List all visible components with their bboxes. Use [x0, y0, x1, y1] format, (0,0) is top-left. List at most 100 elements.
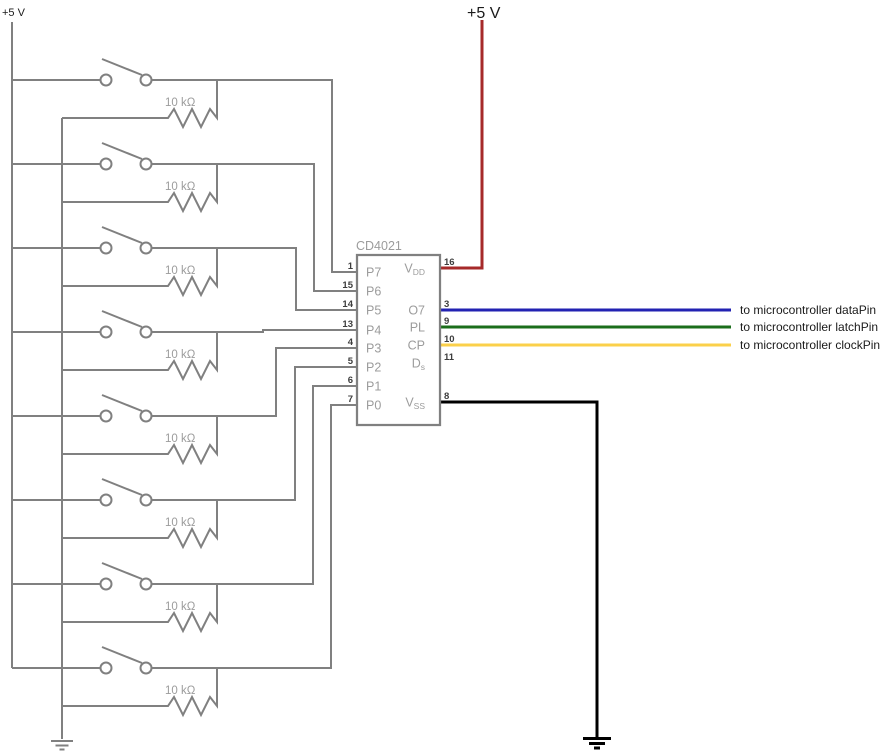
resistor	[62, 248, 218, 298]
switch-terminal	[99, 493, 113, 507]
switch-channel-p1	[12, 385, 357, 634]
pin-name-base: PL	[410, 321, 425, 335]
ground-icon	[51, 740, 73, 751]
switch-channel-p4	[12, 310, 357, 382]
switch-terminal	[139, 157, 153, 171]
switch-to-pin-wire	[151, 247, 357, 311]
chip-name-label: CD4021	[356, 239, 402, 253]
resistor-value-label: 10 kΩ	[165, 685, 196, 697]
switch-channel-p6	[12, 142, 357, 292]
pin-number: 13	[342, 319, 353, 330]
resistor-value-label: 10 kΩ	[165, 265, 196, 277]
switch-channel-p7	[12, 58, 357, 273]
switch-to-pin-wire	[151, 79, 357, 273]
pin-name-base: V	[405, 396, 414, 410]
resistor-value-label: 10 kΩ	[165, 349, 196, 361]
pin-name-base: V	[404, 262, 413, 276]
microcontroller-wire-label: to microcontroller dataPin	[740, 303, 876, 317]
pin-name: P3	[366, 342, 381, 356]
microcontroller-wire-label: to microcontroller clockPin	[740, 338, 880, 352]
ground-icon	[583, 737, 611, 750]
switch-terminal	[99, 577, 113, 591]
resistor-value-label: 10 kΩ	[165, 181, 196, 193]
switch-terminal	[99, 241, 113, 255]
switch-terminal	[139, 241, 153, 255]
resistor	[62, 332, 218, 382]
chip-layer	[355, 253, 442, 427]
pin-name: P1	[366, 380, 381, 394]
wires-layer	[11, 20, 731, 751]
pin-name: VSS	[405, 396, 425, 412]
resistor-value-label: 10 kΩ	[165, 517, 196, 529]
pin-number: 11	[444, 352, 455, 363]
switch-terminal	[139, 325, 153, 339]
switch-to-pin-wire	[151, 163, 357, 292]
resistor	[62, 500, 218, 550]
pin-number: 7	[348, 394, 353, 405]
pin-name: VDD	[404, 262, 425, 278]
resistor-value-label: 10 kΩ	[165, 433, 196, 445]
switch-to-pin-wire	[151, 404, 357, 669]
resistor	[62, 416, 218, 466]
pin-name: P7	[366, 266, 381, 280]
switch-to-pin-wire	[151, 329, 357, 333]
switch-channel-p3	[12, 347, 357, 466]
switch-lever	[101, 562, 143, 580]
resistor	[62, 80, 218, 130]
switch-lever	[101, 310, 143, 328]
text-layer: 10 kΩ 10 kΩ 10 kΩ 10 kΩ 10 kΩ 10 kΩ 10 kΩ 10 kΩ…	[2, 5, 880, 697]
vss-ground-wire	[440, 400, 599, 737]
pin-number: 1	[348, 261, 354, 272]
switch-terminal	[139, 73, 153, 87]
switch-terminal	[99, 661, 113, 675]
switch-terminal	[99, 73, 113, 87]
switch-terminal	[139, 661, 153, 675]
pin-number: 16	[444, 257, 455, 268]
pin-name: P2	[366, 361, 381, 375]
switch-lever	[101, 478, 143, 496]
pin-name-base: O7	[408, 304, 425, 318]
pin-number: 5	[348, 356, 354, 367]
pin-number: 8	[444, 391, 449, 402]
resistor-value-label: 10 kΩ	[165, 97, 196, 109]
cd4021-chip-body	[355, 253, 442, 427]
microcontroller-wire-label: to microcontroller latchPin	[740, 320, 878, 334]
pin-number: 10	[444, 334, 455, 345]
switch-channel-p2	[12, 366, 357, 550]
switch-lever	[101, 226, 143, 244]
pin-name: PL	[410, 321, 425, 335]
pin-name: P5	[366, 304, 381, 318]
pin-name: P6	[366, 285, 381, 299]
pin-name-base: D	[412, 357, 421, 371]
switch-lever	[101, 394, 143, 412]
switch-terminal	[99, 157, 113, 171]
vdd-power-wire	[441, 20, 484, 270]
pin-name-subscript: s	[421, 362, 425, 372]
switch-to-pin-wire	[151, 347, 357, 417]
pin-number: 3	[444, 299, 449, 310]
pin-number: 9	[444, 316, 449, 327]
power-label-right: +5 V	[467, 5, 501, 22]
pin-name: Ds	[412, 357, 425, 373]
pin-number: 4	[348, 337, 354, 348]
switch-terminal	[139, 493, 153, 507]
resistor	[62, 164, 218, 214]
pin-name: CP	[408, 339, 425, 353]
switch-terminal	[139, 577, 153, 591]
pin-name-subscript: SS	[414, 401, 426, 411]
pin-name: P0	[366, 399, 381, 413]
switch-to-pin-wire	[151, 366, 357, 501]
pin-name-subscript: DD	[413, 267, 425, 277]
resistor	[62, 668, 218, 718]
switch-lever	[101, 646, 143, 664]
resistor-value-label: 10 kΩ	[165, 601, 196, 613]
switch-terminal	[139, 409, 153, 423]
switch-lever	[101, 142, 143, 160]
switch-lever	[101, 58, 143, 76]
switch-channel-p0	[12, 404, 357, 718]
pin-name: P4	[366, 324, 381, 338]
switch-terminal	[99, 409, 113, 423]
pin-number: 15	[342, 280, 353, 291]
